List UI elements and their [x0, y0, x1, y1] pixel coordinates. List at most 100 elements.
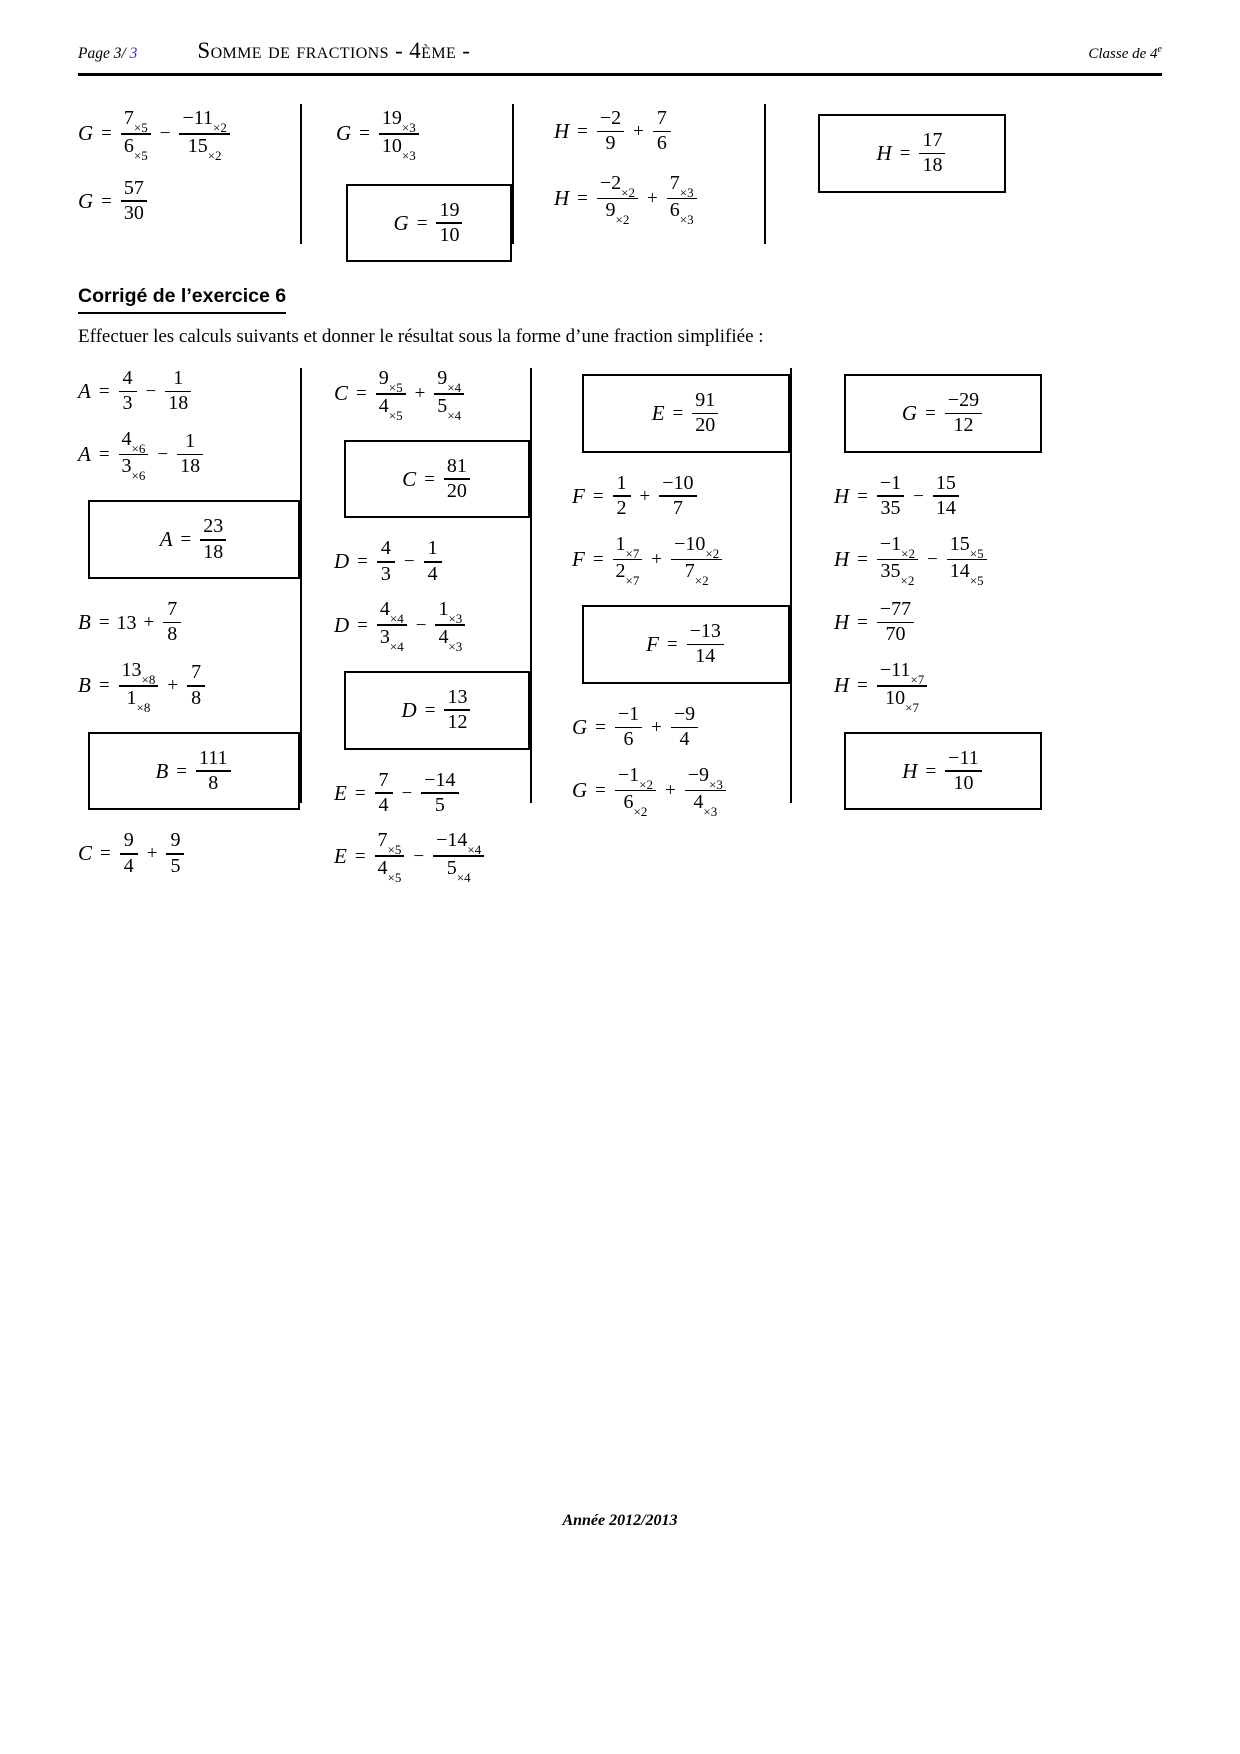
- numerator: 4×6: [119, 428, 149, 456]
- fraction-bar: [434, 393, 465, 395]
- fraction-bar: [944, 412, 983, 415]
- equation-A-line2: A = 4×6 3×6 − 1 18: [78, 428, 300, 483]
- fraction: 15×5 14×5: [946, 532, 987, 588]
- fraction-bar: [666, 197, 697, 200]
- fraction: 4×6 3×6: [118, 428, 149, 483]
- column-separator: [512, 104, 514, 244]
- variable: H: [834, 673, 850, 698]
- numerator: 9×4: [434, 367, 464, 394]
- numerator: 1: [616, 471, 627, 494]
- fraction: −9 4: [670, 703, 699, 751]
- fraction-bar: [945, 770, 982, 772]
- fraction-bar: [671, 558, 723, 561]
- column-separator: [530, 368, 532, 803]
- boxed-result-H: H = 17 18: [818, 114, 1006, 193]
- equation-B-result: B = 111 8: [155, 747, 232, 795]
- equation-H-ex-line4: H = −11×7 10×7: [834, 659, 1042, 714]
- denominator: 8: [208, 771, 219, 794]
- column-separator: [300, 104, 302, 244]
- numerator-value: −2: [599, 171, 622, 194]
- fraction: 57 30: [120, 177, 147, 225]
- fraction: 9×5 4×5: [375, 367, 406, 422]
- denominator-value: 14: [949, 560, 970, 583]
- numerator: 7: [167, 598, 178, 621]
- fraction: 91 20: [692, 389, 719, 437]
- equals-sign: =: [925, 402, 936, 424]
- denominator: 20: [446, 479, 467, 502]
- numerator: 4: [380, 537, 391, 560]
- denominator: 70: [885, 623, 906, 646]
- page-indicator: Page 3/ 3: [78, 45, 137, 63]
- equals-sign: =: [354, 782, 366, 804]
- operator: −: [413, 845, 425, 867]
- numerator-factor: ×3: [401, 120, 416, 135]
- equation-H-ex-line1: H = −1 35 − 15 14: [834, 472, 1042, 520]
- numerator-factor: ×6: [131, 440, 146, 456]
- numerator: 7: [378, 768, 389, 791]
- numerator-value: 15: [949, 532, 970, 555]
- variable: B: [155, 758, 169, 783]
- denominator-value: 10: [381, 134, 402, 157]
- numerator-value: 13: [121, 659, 142, 681]
- operator: +: [633, 120, 644, 142]
- equation-G-line2: G = 57 30: [78, 177, 300, 225]
- denominator: 10×7: [882, 687, 922, 714]
- column-separator: [790, 368, 792, 803]
- section-instructions: Effectuer les calculs suivants et donner…: [78, 326, 764, 347]
- denominator-value: 4: [377, 857, 388, 880]
- equals-sign: =: [857, 675, 868, 697]
- fraction: −14 5: [421, 769, 459, 817]
- numerator: 9: [170, 829, 181, 852]
- equation-C-line2: C = 9×5 4×5 + 9×4 5×4: [334, 367, 530, 423]
- fraction-bar: [435, 624, 466, 626]
- equals-sign: =: [925, 760, 937, 782]
- fraction-bar: [119, 853, 138, 855]
- equation-A-line1: A = 4 3 − 1 18: [78, 367, 300, 415]
- column-separator: [764, 104, 766, 244]
- fraction: 7 8: [187, 662, 206, 709]
- class-label: Classe de 4e: [1088, 44, 1162, 63]
- fraction-bar: [652, 130, 671, 133]
- boxed-result-G: G = 19 10: [346, 183, 512, 263]
- fraction: 7×5 4×5: [374, 830, 405, 885]
- operator: −: [913, 485, 924, 507]
- denominator-value: 4: [378, 394, 389, 417]
- denominator-value: 6: [123, 134, 134, 157]
- operator: −: [415, 614, 427, 636]
- numerator-value: −10: [674, 532, 706, 555]
- variable: E: [651, 400, 665, 425]
- fraction-bar: [118, 453, 149, 456]
- denominator: 4×3: [690, 791, 720, 819]
- fraction-bar: [120, 133, 151, 135]
- numerator-value: −9: [687, 763, 710, 786]
- denominator: 18: [922, 154, 943, 177]
- variable: F: [646, 632, 659, 657]
- numerator-value: 1: [438, 598, 449, 621]
- equals-sign: =: [592, 548, 604, 570]
- denominator: 4: [427, 562, 438, 585]
- denominator-factor: ×2: [207, 147, 222, 163]
- denominator-factor: ×4: [456, 870, 471, 886]
- header-rule: [78, 73, 1162, 76]
- denominator: 18: [168, 392, 189, 415]
- fraction: −10 7: [659, 472, 697, 520]
- numerator-value: 9: [437, 367, 448, 389]
- equals-sign: =: [180, 529, 192, 551]
- equals-sign: =: [672, 402, 684, 424]
- fraction: 7 4: [374, 768, 393, 817]
- numerator-value: −11: [879, 659, 911, 681]
- denominator-factor: ×4: [447, 407, 462, 423]
- operator: −: [157, 444, 169, 466]
- fraction: −29 12: [944, 389, 983, 437]
- fraction-bar: [374, 792, 393, 794]
- numerator: −13: [689, 620, 721, 643]
- fraction-bar: [443, 478, 470, 480]
- numerator-factor: ×2: [705, 545, 720, 561]
- denominator: 5: [170, 854, 181, 877]
- numerator-factor: ×4: [467, 842, 482, 858]
- denominator: 3×4: [377, 626, 407, 653]
- denominator-factor: ×2: [694, 573, 709, 589]
- fraction-bar: [187, 685, 206, 687]
- equals-sign: =: [101, 123, 112, 145]
